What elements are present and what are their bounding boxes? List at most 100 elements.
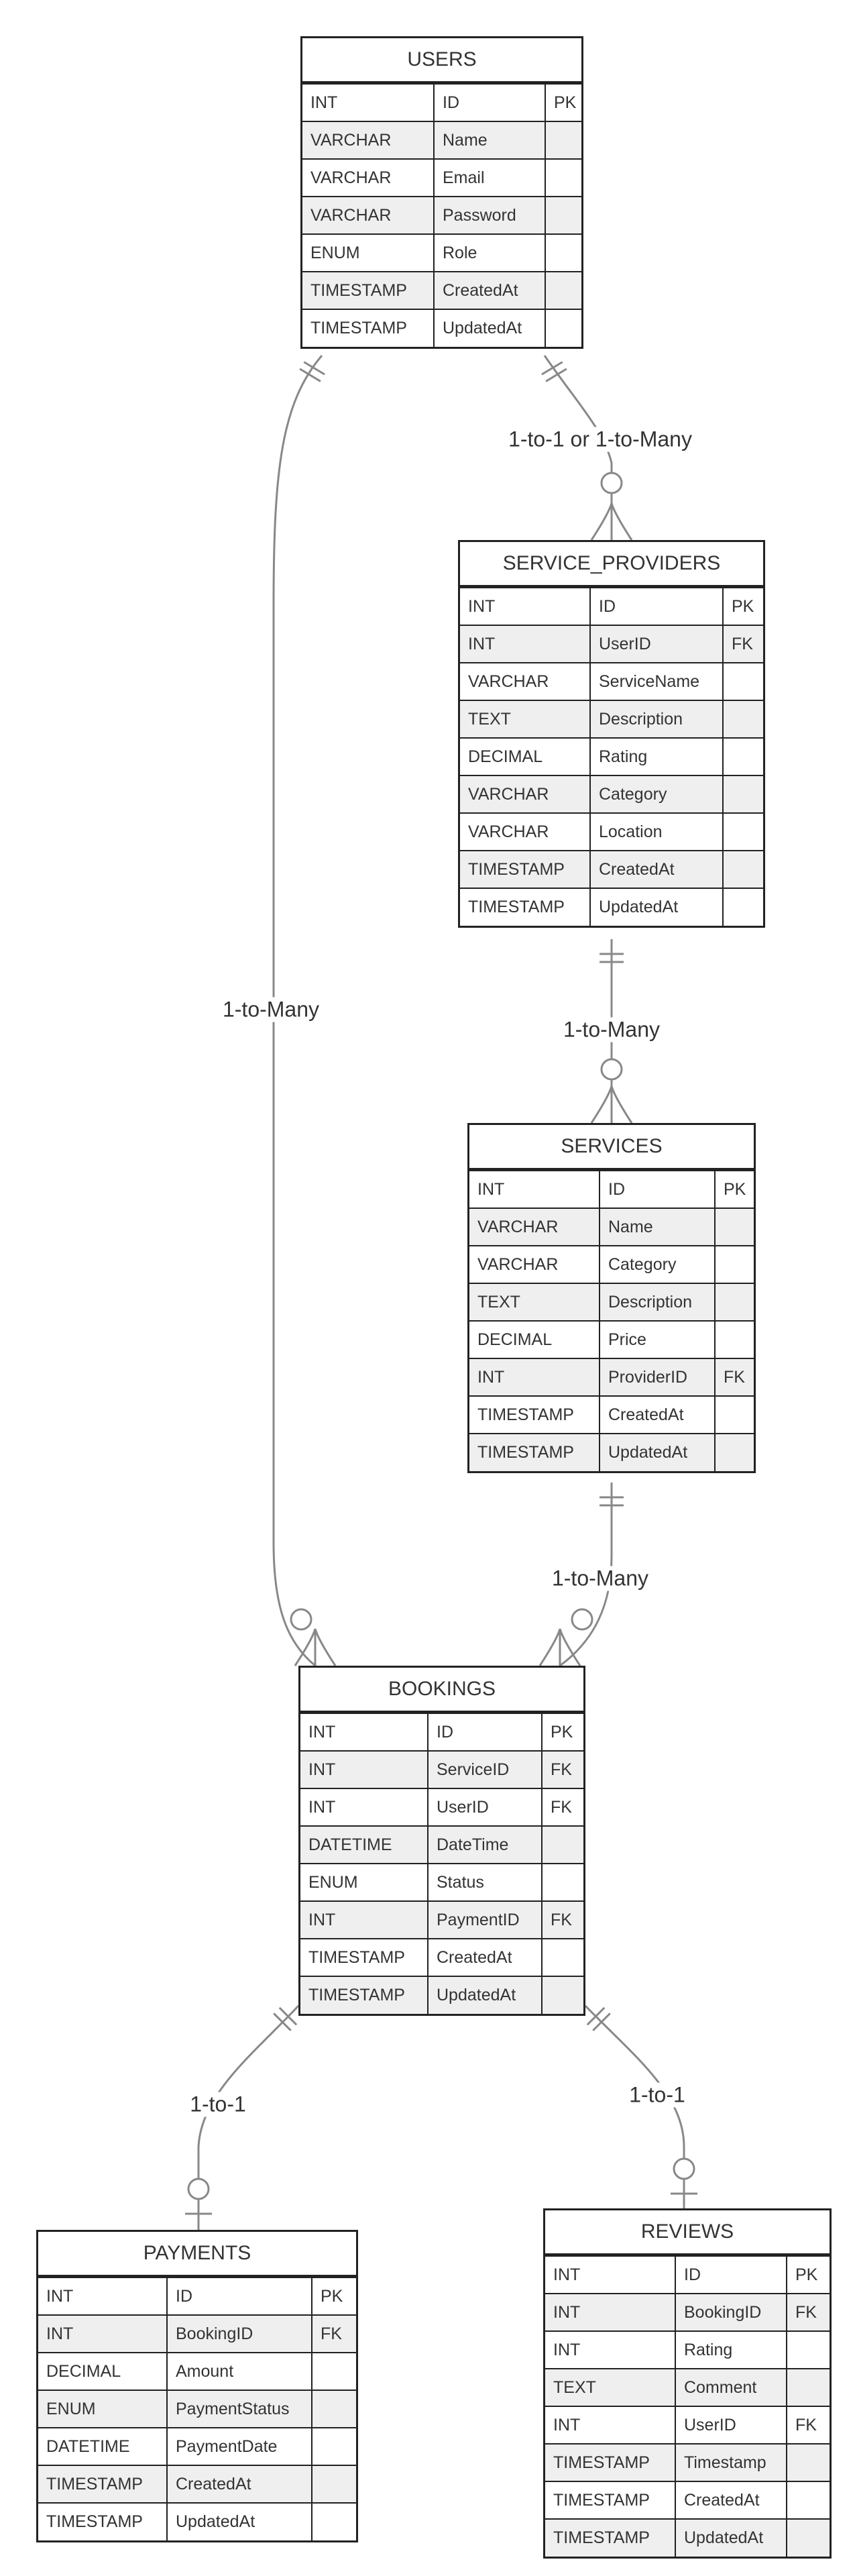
attribute-key: PK <box>722 587 763 626</box>
attribute-key: FK <box>714 1358 754 1397</box>
attribute-key: FK <box>311 2314 356 2353</box>
attribute-key <box>545 158 581 197</box>
attribute-type: INT <box>460 625 591 663</box>
attribute-type: TIMESTAMP <box>460 888 591 926</box>
relationship-label: 1-to-Many <box>219 997 323 1022</box>
attribute-name: CreatedAt <box>166 2465 312 2504</box>
entity-title: BOOKINGS <box>300 1668 583 1713</box>
attribute-name: ID <box>166 2277 312 2316</box>
attribute-name: DateTime <box>427 1825 543 1864</box>
attribute-type: DATETIME <box>38 2427 168 2466</box>
attribute-type: VARCHAR <box>460 812 591 851</box>
attribute-type: TIMESTAMP <box>38 2465 168 2504</box>
one-bar-marker <box>541 361 563 376</box>
attribute-key <box>722 812 763 851</box>
attribute-name: Password <box>433 196 546 235</box>
attribute-name: ID <box>599 1170 716 1209</box>
one-bar-marker <box>278 2006 298 2026</box>
crows-foot-marker <box>538 1628 581 1666</box>
attribute-name: CreatedAt <box>675 2481 787 2520</box>
attribute-name: Description <box>589 700 724 739</box>
attribute-type: INT <box>469 1170 600 1209</box>
attribute-key: PK <box>541 1713 583 1752</box>
attribute-key <box>714 1433 754 1471</box>
attribute-key <box>786 2443 830 2482</box>
attribute-type: DECIMAL <box>469 1320 600 1359</box>
attribute-name: UpdatedAt <box>427 1976 543 2014</box>
attribute-name: ID <box>675 2255 787 2294</box>
attribute-type: VARCHAR <box>302 158 435 197</box>
attribute-type: INT <box>302 83 435 122</box>
entity-title: SERVICES <box>469 1125 754 1170</box>
relationship-line <box>559 1483 613 1667</box>
relationship-label: 1-to-1 <box>626 2082 688 2108</box>
attribute-name: ID <box>427 1713 543 1752</box>
one-bar-marker <box>273 2012 292 2031</box>
attribute-name: UpdatedAt <box>433 309 546 347</box>
one-bar-marker <box>299 368 321 382</box>
attribute-key <box>714 1320 754 1359</box>
optional-circle-marker <box>600 1058 623 1081</box>
attribute-name: BookingID <box>166 2314 312 2353</box>
attribute-name: BookingID <box>675 2293 787 2332</box>
attribute-type: INT <box>38 2277 168 2316</box>
attribute-key <box>545 196 581 235</box>
attribute-key: PK <box>714 1170 754 1209</box>
one-bar-marker <box>303 361 325 376</box>
relationship-line <box>543 355 613 540</box>
attribute-name: UserID <box>427 1788 543 1827</box>
attribute-key <box>722 775 763 814</box>
attribute-type: INT <box>545 2255 676 2294</box>
attribute-type: TIMESTAMP <box>302 271 435 310</box>
attribute-type: TIMESTAMP <box>460 850 591 889</box>
attribute-name: Comment <box>675 2368 787 2407</box>
entity-title: SERVICE_PROVIDERS <box>460 542 763 587</box>
crows-foot-marker <box>590 502 633 541</box>
attribute-type: INT <box>300 1788 429 1827</box>
attribute-type: TEXT <box>460 700 591 739</box>
attribute-name: UpdatedAt <box>675 2518 787 2557</box>
attribute-key <box>722 662 763 701</box>
attribute-name: CreatedAt <box>427 1938 543 1977</box>
attribute-key <box>311 2465 356 2504</box>
optional-circle-marker <box>290 1608 312 1631</box>
attribute-type: INT <box>545 2293 676 2332</box>
attribute-key <box>786 2330 830 2369</box>
attribute-key <box>786 2481 830 2520</box>
attribute-key <box>541 1976 583 2014</box>
attribute-name: UserID <box>675 2406 787 2445</box>
attribute-name: Name <box>599 1208 716 1246</box>
attribute-key: FK <box>541 1750 583 1789</box>
attribute-key <box>311 2427 356 2466</box>
attribute-type: INT <box>38 2314 168 2353</box>
attribute-name: UpdatedAt <box>599 1433 716 1471</box>
attribute-name: CreatedAt <box>599 1395 716 1434</box>
attribute-key <box>714 1208 754 1246</box>
attribute-type: TIMESTAMP <box>302 309 435 347</box>
attribute-key: PK <box>545 83 581 122</box>
attribute-type: VARCHAR <box>469 1245 600 1284</box>
attribute-key <box>311 2502 356 2540</box>
attribute-type: TIMESTAMP <box>300 1976 429 2014</box>
attribute-type: INT <box>300 1713 429 1752</box>
attribute-name: UpdatedAt <box>589 888 724 926</box>
attribute-type: TIMESTAMP <box>469 1433 600 1471</box>
attribute-name: Category <box>599 1245 716 1284</box>
attribute-type: DATETIME <box>300 1825 429 1864</box>
attribute-key: FK <box>786 2293 830 2332</box>
relationship-line <box>197 2004 300 2230</box>
